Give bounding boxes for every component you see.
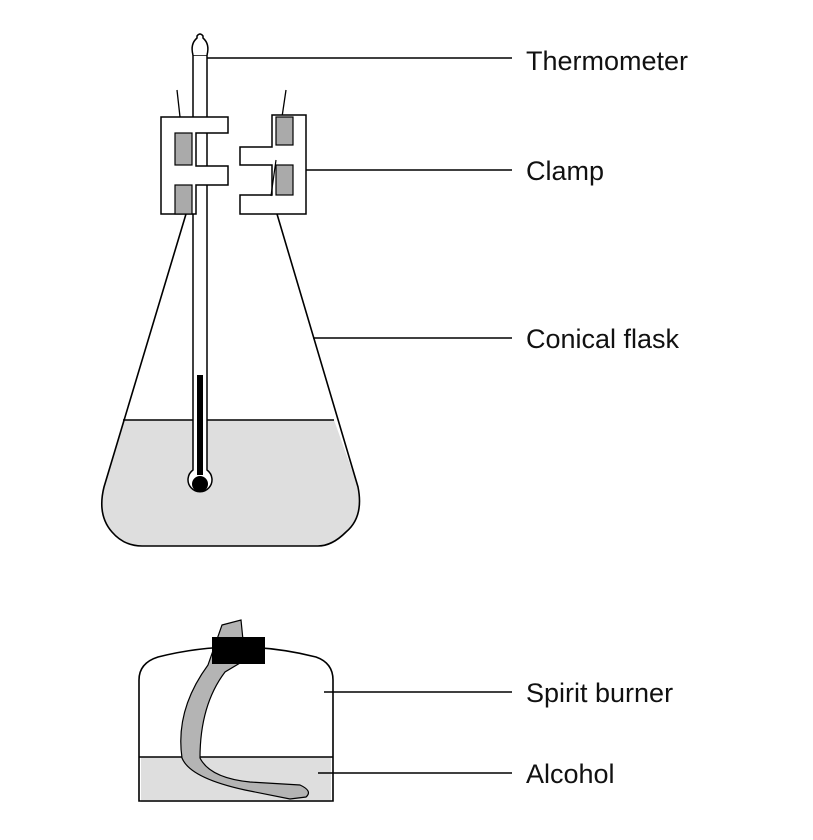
spirit-burner-label: Spirit burner (526, 678, 673, 708)
clamp-pad (275, 116, 294, 146)
mercury-bulb (192, 476, 208, 492)
thermometer-top (191, 33, 209, 56)
conical-flask (101, 213, 361, 547)
flask-outline (101, 213, 361, 547)
spirit-burner (138, 619, 334, 802)
thermometer-label: Thermometer (526, 46, 688, 76)
conical-flask-label: Conical flask (526, 324, 680, 354)
clamp-pad (275, 164, 294, 196)
flask-liquid (101, 420, 360, 546)
alcohol-label: Alcohol (526, 759, 615, 789)
clamp-label: Clamp (526, 156, 604, 186)
leader-lines (207, 57, 512, 774)
clamp-pad (174, 184, 193, 215)
clamp (160, 89, 307, 215)
clamp-pad (174, 132, 193, 166)
wick (180, 619, 310, 800)
mercury-column (197, 375, 203, 475)
clamp-left-jaw (160, 116, 229, 215)
clamp-right-jaw (239, 114, 307, 215)
wick-cap (212, 637, 265, 664)
